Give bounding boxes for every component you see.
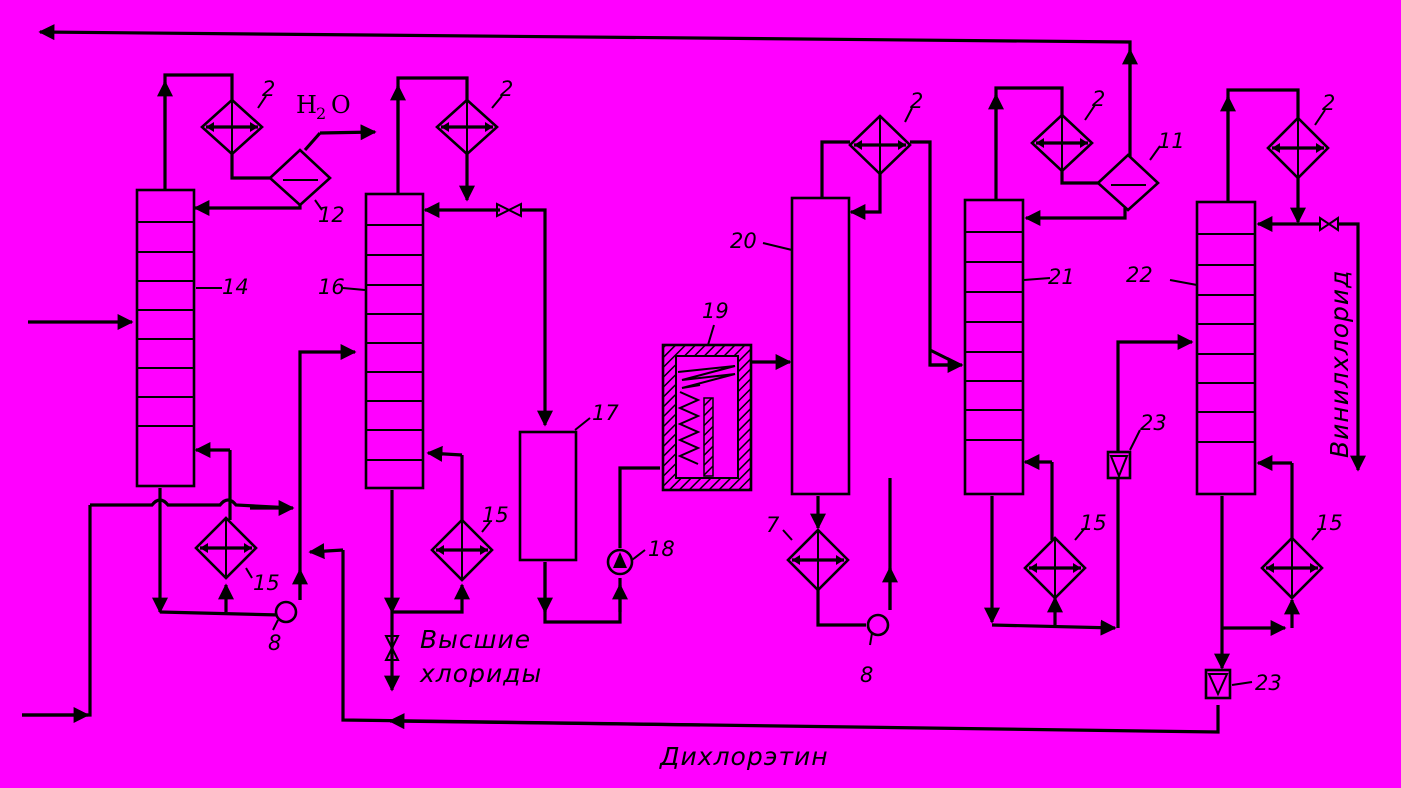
- label-column-14: 14: [222, 275, 249, 299]
- condenser-2-b: [435, 98, 499, 156]
- label-condenser-2-c: 2: [910, 89, 923, 113]
- pump-8-a: [272, 600, 298, 631]
- label-condenser-2-b: 2: [500, 77, 513, 101]
- dichloroethane-label: Дихлорэтин: [659, 742, 829, 771]
- label-pump-18: 18: [648, 537, 675, 561]
- svg-text:2: 2: [316, 104, 326, 123]
- reactor-17-piping: [537, 466, 660, 624]
- column-16-piping: [384, 76, 553, 692]
- column-22: [1195, 200, 1257, 496]
- label-separator-12: 12: [318, 203, 345, 227]
- label-pump-8-a: 8: [268, 631, 281, 655]
- column-21: [963, 198, 1025, 496]
- label-reboiler-15-a: 15: [253, 571, 280, 595]
- label-reboiler-15-b: 15: [482, 503, 509, 527]
- column-20: [790, 196, 851, 496]
- valve-reflux-16: [496, 202, 522, 218]
- pump-8-b: [866, 613, 890, 646]
- leader-lines: [196, 95, 1326, 686]
- column-14: [135, 188, 196, 488]
- column-20-piping: [810, 140, 964, 627]
- label-reactor-17: 17: [592, 401, 619, 425]
- condenser-2-e: [1266, 116, 1330, 180]
- label-reboiler-15-d: 15: [1316, 511, 1343, 535]
- cooler-7: [786, 528, 850, 592]
- condenser-2-a: [200, 98, 264, 156]
- water-label: H 2 O: [296, 91, 351, 123]
- label-column-21: 21: [1048, 265, 1075, 289]
- reboiler-15-c: [1023, 536, 1087, 600]
- valve-reflux-22: [1319, 216, 1339, 232]
- label-pump-8-b: 8: [860, 663, 873, 687]
- column-14-piping: [22, 73, 1220, 734]
- label-condenser-2-e: 2: [1322, 91, 1335, 115]
- label-column-22: 22: [1126, 263, 1153, 287]
- furnace-19: [661, 343, 792, 492]
- svg-text:H: H: [296, 91, 317, 119]
- valve-23-b: [1204, 668, 1232, 700]
- label-cooler-7: 7: [766, 513, 780, 537]
- column-16: [364, 192, 425, 490]
- top-recycle-line: [38, 24, 1138, 180]
- reactor-17: [518, 430, 578, 562]
- label-column-16: 16: [318, 275, 345, 299]
- label-column-20: 20: [730, 229, 757, 253]
- svg-text:O: O: [331, 91, 351, 119]
- valve-23-a: [1106, 450, 1132, 480]
- label-separator-11: 11: [1158, 129, 1185, 153]
- valve-higher-chlorides: [384, 635, 400, 661]
- higher-chlorides-label-line2: хлориды: [419, 659, 542, 688]
- separator-11: [1096, 153, 1160, 212]
- label-valve-23-a: 23: [1140, 411, 1167, 435]
- label-condenser-2-a: 2: [262, 77, 275, 101]
- reboiler-15-a: [194, 516, 258, 580]
- condenser-2-c: [848, 114, 912, 176]
- vinyl-chloride-label: Винилхлорид: [1325, 270, 1354, 458]
- label-valve-23-b: 23: [1255, 671, 1282, 695]
- higher-chlorides-label-line1: Высшие: [420, 625, 531, 654]
- pump-18: [606, 548, 634, 576]
- reboiler-15-d: [1260, 536, 1324, 600]
- label-furnace-19: 19: [702, 299, 729, 323]
- column-22-piping: [1214, 88, 1366, 670]
- label-condenser-2-d: 2: [1092, 87, 1105, 111]
- separator-12: [268, 124, 377, 207]
- label-reboiler-15-c: 15: [1080, 511, 1107, 535]
- reboiler-15-b: [430, 518, 494, 582]
- condenser-2-d: [1030, 113, 1094, 173]
- column-21-piping: [984, 86, 1194, 636]
